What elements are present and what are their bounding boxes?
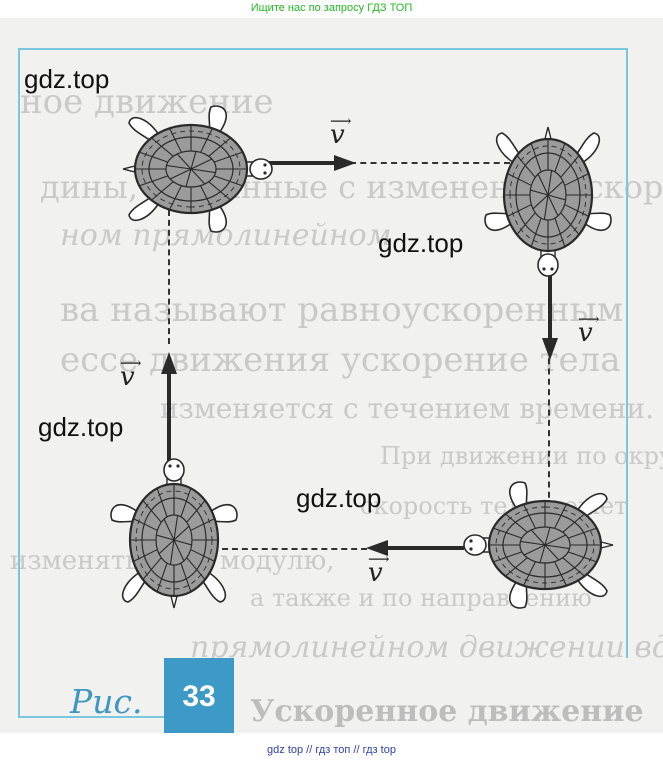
vector-arrow-icon: ⟶ <box>578 310 600 328</box>
velocity-label-right: ⟶v <box>578 310 600 348</box>
turtle-bottom-right <box>463 481 614 609</box>
figure-frame-left <box>18 48 20 718</box>
watermark: gdz.top <box>296 483 382 513</box>
dashed-path-bottom <box>222 548 377 550</box>
velocity-label-top: ⟶v <box>330 112 352 150</box>
figure-frame-bottom <box>18 716 164 718</box>
vector-arrow-icon: ⟶ <box>368 550 390 568</box>
turtle-top-right <box>484 126 612 277</box>
velocity-arrow-left <box>366 540 464 556</box>
background-text: прямолинейном движении вдоль <box>190 630 663 665</box>
figure-caption-label: Рис. <box>70 682 143 721</box>
velocity-label-left: ⟶v <box>120 354 142 392</box>
top-banner[interactable]: Ищите нас по запросу ГДЗ ТОП <box>250 2 413 14</box>
footer-links[interactable]: gdz top // гдз топ // гдз top <box>267 744 396 756</box>
dashed-path-left <box>168 210 170 344</box>
watermark: gdz.top <box>24 64 110 94</box>
vector-arrow-icon: ⟶ <box>330 112 352 130</box>
velocity-arrow-up <box>161 352 177 462</box>
figure-number-badge: 33 <box>164 658 234 733</box>
velocity-arrow-right <box>268 155 356 171</box>
turtle-top-left <box>122 105 273 233</box>
turtle-bottom-left <box>110 458 238 609</box>
figure-frame-right <box>626 48 628 658</box>
figure-frame-top <box>18 48 628 50</box>
velocity-arrow-down <box>542 276 558 360</box>
background-text: Ускоренное движение <box>250 694 644 729</box>
vector-arrow-icon: ⟶ <box>120 354 142 372</box>
textbook-page: ное движение дины, связанные с изменение… <box>0 18 663 733</box>
watermark: gdz.top <box>38 412 124 442</box>
dashed-path-right <box>548 348 550 508</box>
dashed-path-top <box>350 162 510 164</box>
watermark: gdz.top <box>378 228 464 258</box>
background-text: изменяется с течением времени. <box>160 392 655 425</box>
background-text: При движении по окружности <box>380 442 663 470</box>
velocity-label-bottom: ⟶v <box>368 550 390 588</box>
background-text: ессе движения ускорение тела <box>60 340 621 380</box>
